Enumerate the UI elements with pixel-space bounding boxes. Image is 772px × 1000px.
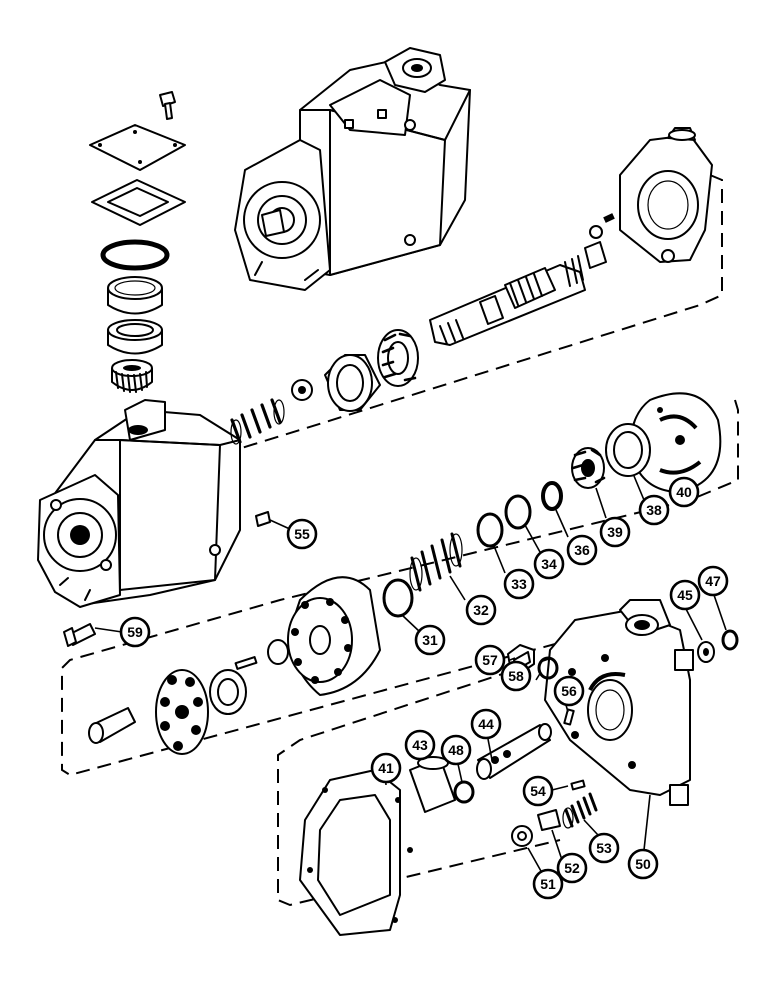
- svg-text:48: 48: [448, 742, 464, 758]
- svg-text:53: 53: [596, 840, 612, 856]
- washer-33: [476, 512, 504, 548]
- bearing-cup: [107, 276, 163, 315]
- callout-31: 31: [414, 624, 446, 656]
- svg-text:45: 45: [677, 587, 693, 603]
- svg-text:50: 50: [635, 856, 651, 872]
- bearing-race: [107, 319, 163, 355]
- callout-40: 40: [668, 476, 700, 508]
- svg-text:51: 51: [540, 876, 556, 892]
- callout-50: 50: [627, 848, 659, 880]
- spool-valve: [476, 723, 552, 780]
- control-piston: [409, 756, 456, 813]
- roll-pin: [563, 708, 575, 726]
- drive-shaft: [429, 225, 607, 346]
- svg-text:40: 40: [676, 484, 692, 500]
- ring-47: [721, 629, 739, 651]
- svg-text:47: 47: [705, 573, 721, 589]
- seal-ring-58: [537, 656, 559, 680]
- retainer-bearing: [209, 669, 247, 715]
- callout-36: 36: [566, 534, 598, 566]
- callout-45: 45: [669, 579, 701, 611]
- spring-seat: [291, 379, 313, 401]
- spring: [230, 398, 285, 445]
- cover-plate: [89, 124, 186, 171]
- piston: [88, 707, 136, 744]
- svg-text:56: 56: [561, 683, 577, 699]
- o-ring: [100, 239, 170, 271]
- spring-clip: [537, 809, 561, 831]
- callout-32: 32: [465, 594, 497, 626]
- relief-spring: [562, 792, 598, 829]
- callout-33: 33: [503, 568, 535, 600]
- seal-45: [697, 641, 715, 663]
- svg-text:52: 52: [564, 860, 580, 876]
- callout-34: 34: [533, 548, 565, 580]
- svg-text:54: 54: [530, 783, 546, 799]
- callout-59: 59: [119, 616, 151, 648]
- svg-text:41: 41: [378, 760, 394, 776]
- tapered-bearing-upper: [377, 329, 419, 387]
- assembly-line-upper: [39, 174, 723, 511]
- bearing-cup-upper: [324, 354, 381, 412]
- cylinder-block: [287, 576, 381, 696]
- small-pin: [570, 779, 586, 791]
- svg-text:44: 44: [478, 716, 494, 732]
- snap-ring: [541, 481, 563, 511]
- washer-31: [382, 578, 414, 618]
- callout-48: 48: [440, 734, 472, 766]
- seal-48: [453, 780, 475, 804]
- flat-washer: [511, 825, 533, 847]
- assembly-line-middle: [61, 399, 739, 777]
- callout-41: 41: [370, 752, 402, 784]
- tapered-roller-bearing: [111, 359, 153, 393]
- callout-38: 38: [638, 494, 670, 526]
- svg-text:33: 33: [511, 576, 527, 592]
- svg-text:43: 43: [412, 737, 428, 753]
- svg-text:59: 59: [127, 624, 143, 640]
- callout-56: 56: [553, 675, 585, 707]
- callout-43: 43: [404, 729, 436, 761]
- svg-text:39: 39: [607, 524, 623, 540]
- plug-bolt: [63, 623, 96, 647]
- spherical-washer: [267, 639, 289, 665]
- callout-55: 55: [286, 518, 318, 550]
- top-left-stack: [89, 91, 186, 393]
- callout-53: 53: [588, 832, 620, 864]
- shoe-plate: [155, 669, 209, 755]
- callout-51: 51: [532, 868, 564, 900]
- dowel-pin: [255, 511, 271, 527]
- callout-47: 47: [697, 565, 729, 597]
- pump-housing: [37, 399, 241, 608]
- callout-57: 57: [474, 644, 506, 676]
- callout-58: 58: [500, 660, 532, 692]
- svg-text:57: 57: [482, 652, 498, 668]
- svg-text:38: 38: [646, 502, 662, 518]
- swashplate-cradle: [603, 127, 713, 263]
- callout-54: 54: [522, 775, 554, 807]
- svg-text:31: 31: [422, 632, 438, 648]
- guide-pin: [234, 656, 258, 670]
- callout-52: 52: [556, 852, 588, 884]
- svg-text:32: 32: [473, 602, 489, 618]
- assembled-pump-illustration: [234, 47, 471, 291]
- svg-text:58: 58: [508, 668, 524, 684]
- valve-block: [544, 599, 694, 806]
- piston-spring: [409, 532, 463, 592]
- callout-39: 39: [599, 516, 631, 548]
- retaining-ring: [504, 494, 532, 530]
- svg-text:34: 34: [541, 556, 557, 572]
- svg-text:55: 55: [294, 526, 310, 542]
- callout-44: 44: [470, 708, 502, 740]
- cap-screw: [159, 91, 176, 120]
- bearing-race-right: [605, 423, 651, 477]
- end-gasket: [299, 769, 413, 936]
- svg-text:36: 36: [574, 542, 590, 558]
- roller-bearing-right: [571, 447, 606, 489]
